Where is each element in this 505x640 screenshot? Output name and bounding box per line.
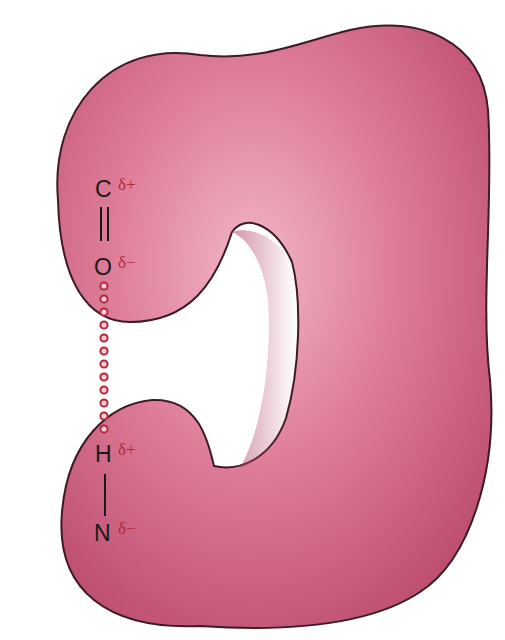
charge-label: δ− xyxy=(118,520,136,537)
bond-dot xyxy=(100,282,107,289)
protein-blob xyxy=(57,26,491,628)
atom-label: O xyxy=(94,256,112,279)
atom-label: C xyxy=(95,178,112,201)
charge-label: δ− xyxy=(118,254,136,271)
fold-shadow xyxy=(232,230,296,468)
bond-dot xyxy=(100,425,107,432)
charge-label: δ+ xyxy=(118,441,136,458)
hydrogen-bond xyxy=(100,282,107,432)
double-bond xyxy=(101,207,108,241)
bond-dot xyxy=(100,347,107,354)
single-bond xyxy=(104,474,106,516)
bond-dot xyxy=(100,399,107,406)
bond-dot xyxy=(100,308,107,315)
atom-label: H xyxy=(95,443,112,466)
bond-dot xyxy=(100,295,107,302)
charge-label: δ+ xyxy=(118,176,136,193)
bond-dot xyxy=(100,386,107,393)
bond-dot xyxy=(100,360,107,367)
bond-dot xyxy=(100,412,107,419)
bond-dot xyxy=(100,334,107,341)
bond-dot xyxy=(100,373,107,380)
atom-label: N xyxy=(94,522,111,545)
bond-dot xyxy=(100,321,107,328)
